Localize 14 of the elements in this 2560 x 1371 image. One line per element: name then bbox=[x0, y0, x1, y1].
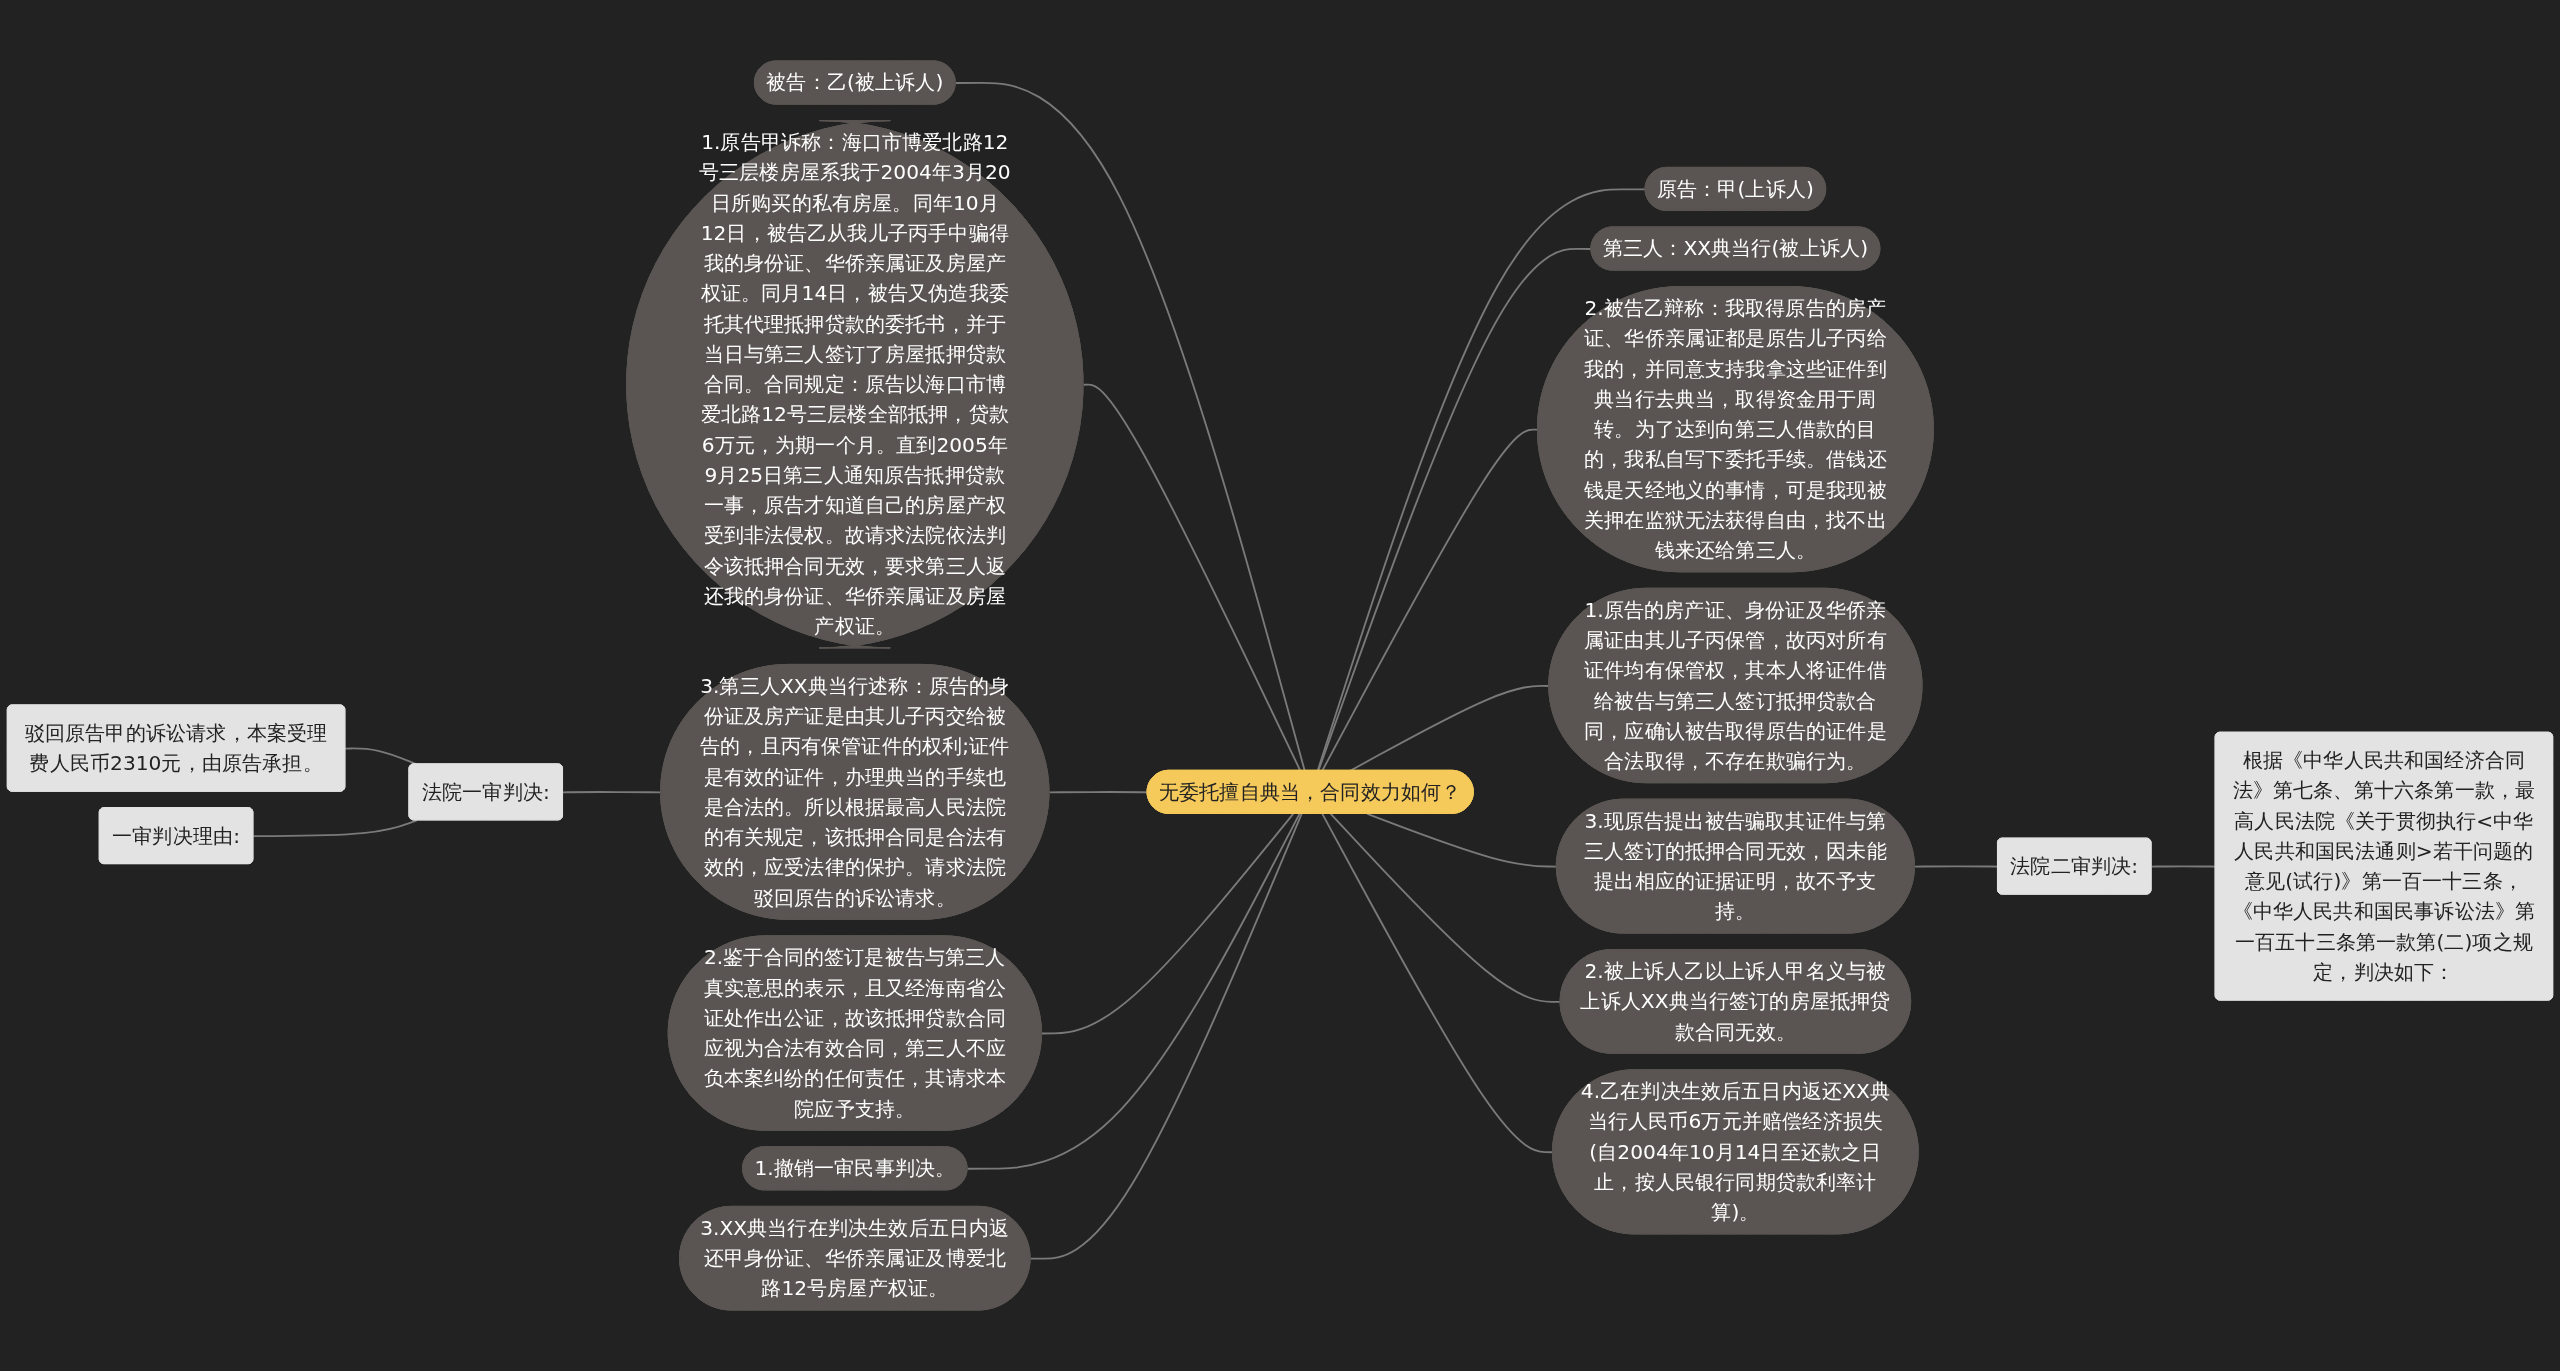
connector bbox=[2150, 865, 2217, 868]
connector bbox=[1366, 812, 1558, 868]
connector bbox=[1029, 812, 1303, 1260]
connector bbox=[1321, 812, 1554, 1154]
connector bbox=[1316, 188, 1647, 772]
connector bbox=[1321, 428, 1539, 772]
connector bbox=[966, 812, 1301, 1170]
connector bbox=[1082, 383, 1302, 772]
connector bbox=[954, 82, 1306, 772]
connector bbox=[1040, 812, 1295, 1035]
connector bbox=[1048, 791, 1149, 794]
connector bbox=[1329, 812, 1562, 1003]
connector bbox=[1913, 865, 1999, 868]
connector bbox=[252, 819, 418, 838]
